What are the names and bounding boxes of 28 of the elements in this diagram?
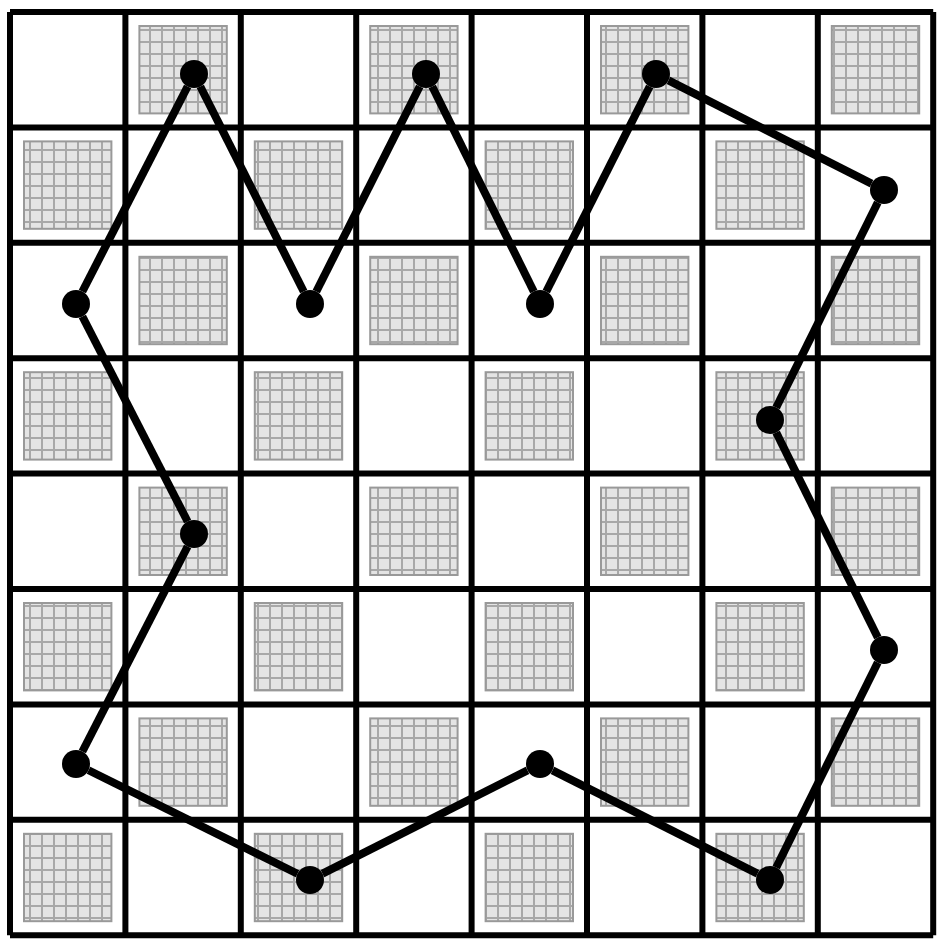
connector-line [550,766,760,878]
dot [296,290,324,318]
dot [870,176,898,204]
connector-line [428,84,538,294]
dot [296,866,324,894]
connector-line [78,314,192,524]
dot [526,290,554,318]
dot [180,520,208,548]
connector-line [320,766,530,878]
connector-line [196,84,308,294]
dot [180,60,208,88]
connector-line [78,84,192,294]
dot [62,750,90,778]
dot [756,406,784,434]
connector-line [312,84,424,294]
dot [756,866,784,894]
dot [870,636,898,664]
dot [526,750,554,778]
dot [62,290,90,318]
connector-line [542,84,654,294]
connector-line [78,544,192,754]
connector-line [772,660,882,870]
connector-line [666,76,874,188]
connector-line [772,200,882,410]
connector-line [772,430,882,640]
dot [412,60,440,88]
dot [642,60,670,88]
connector-line [86,766,300,878]
